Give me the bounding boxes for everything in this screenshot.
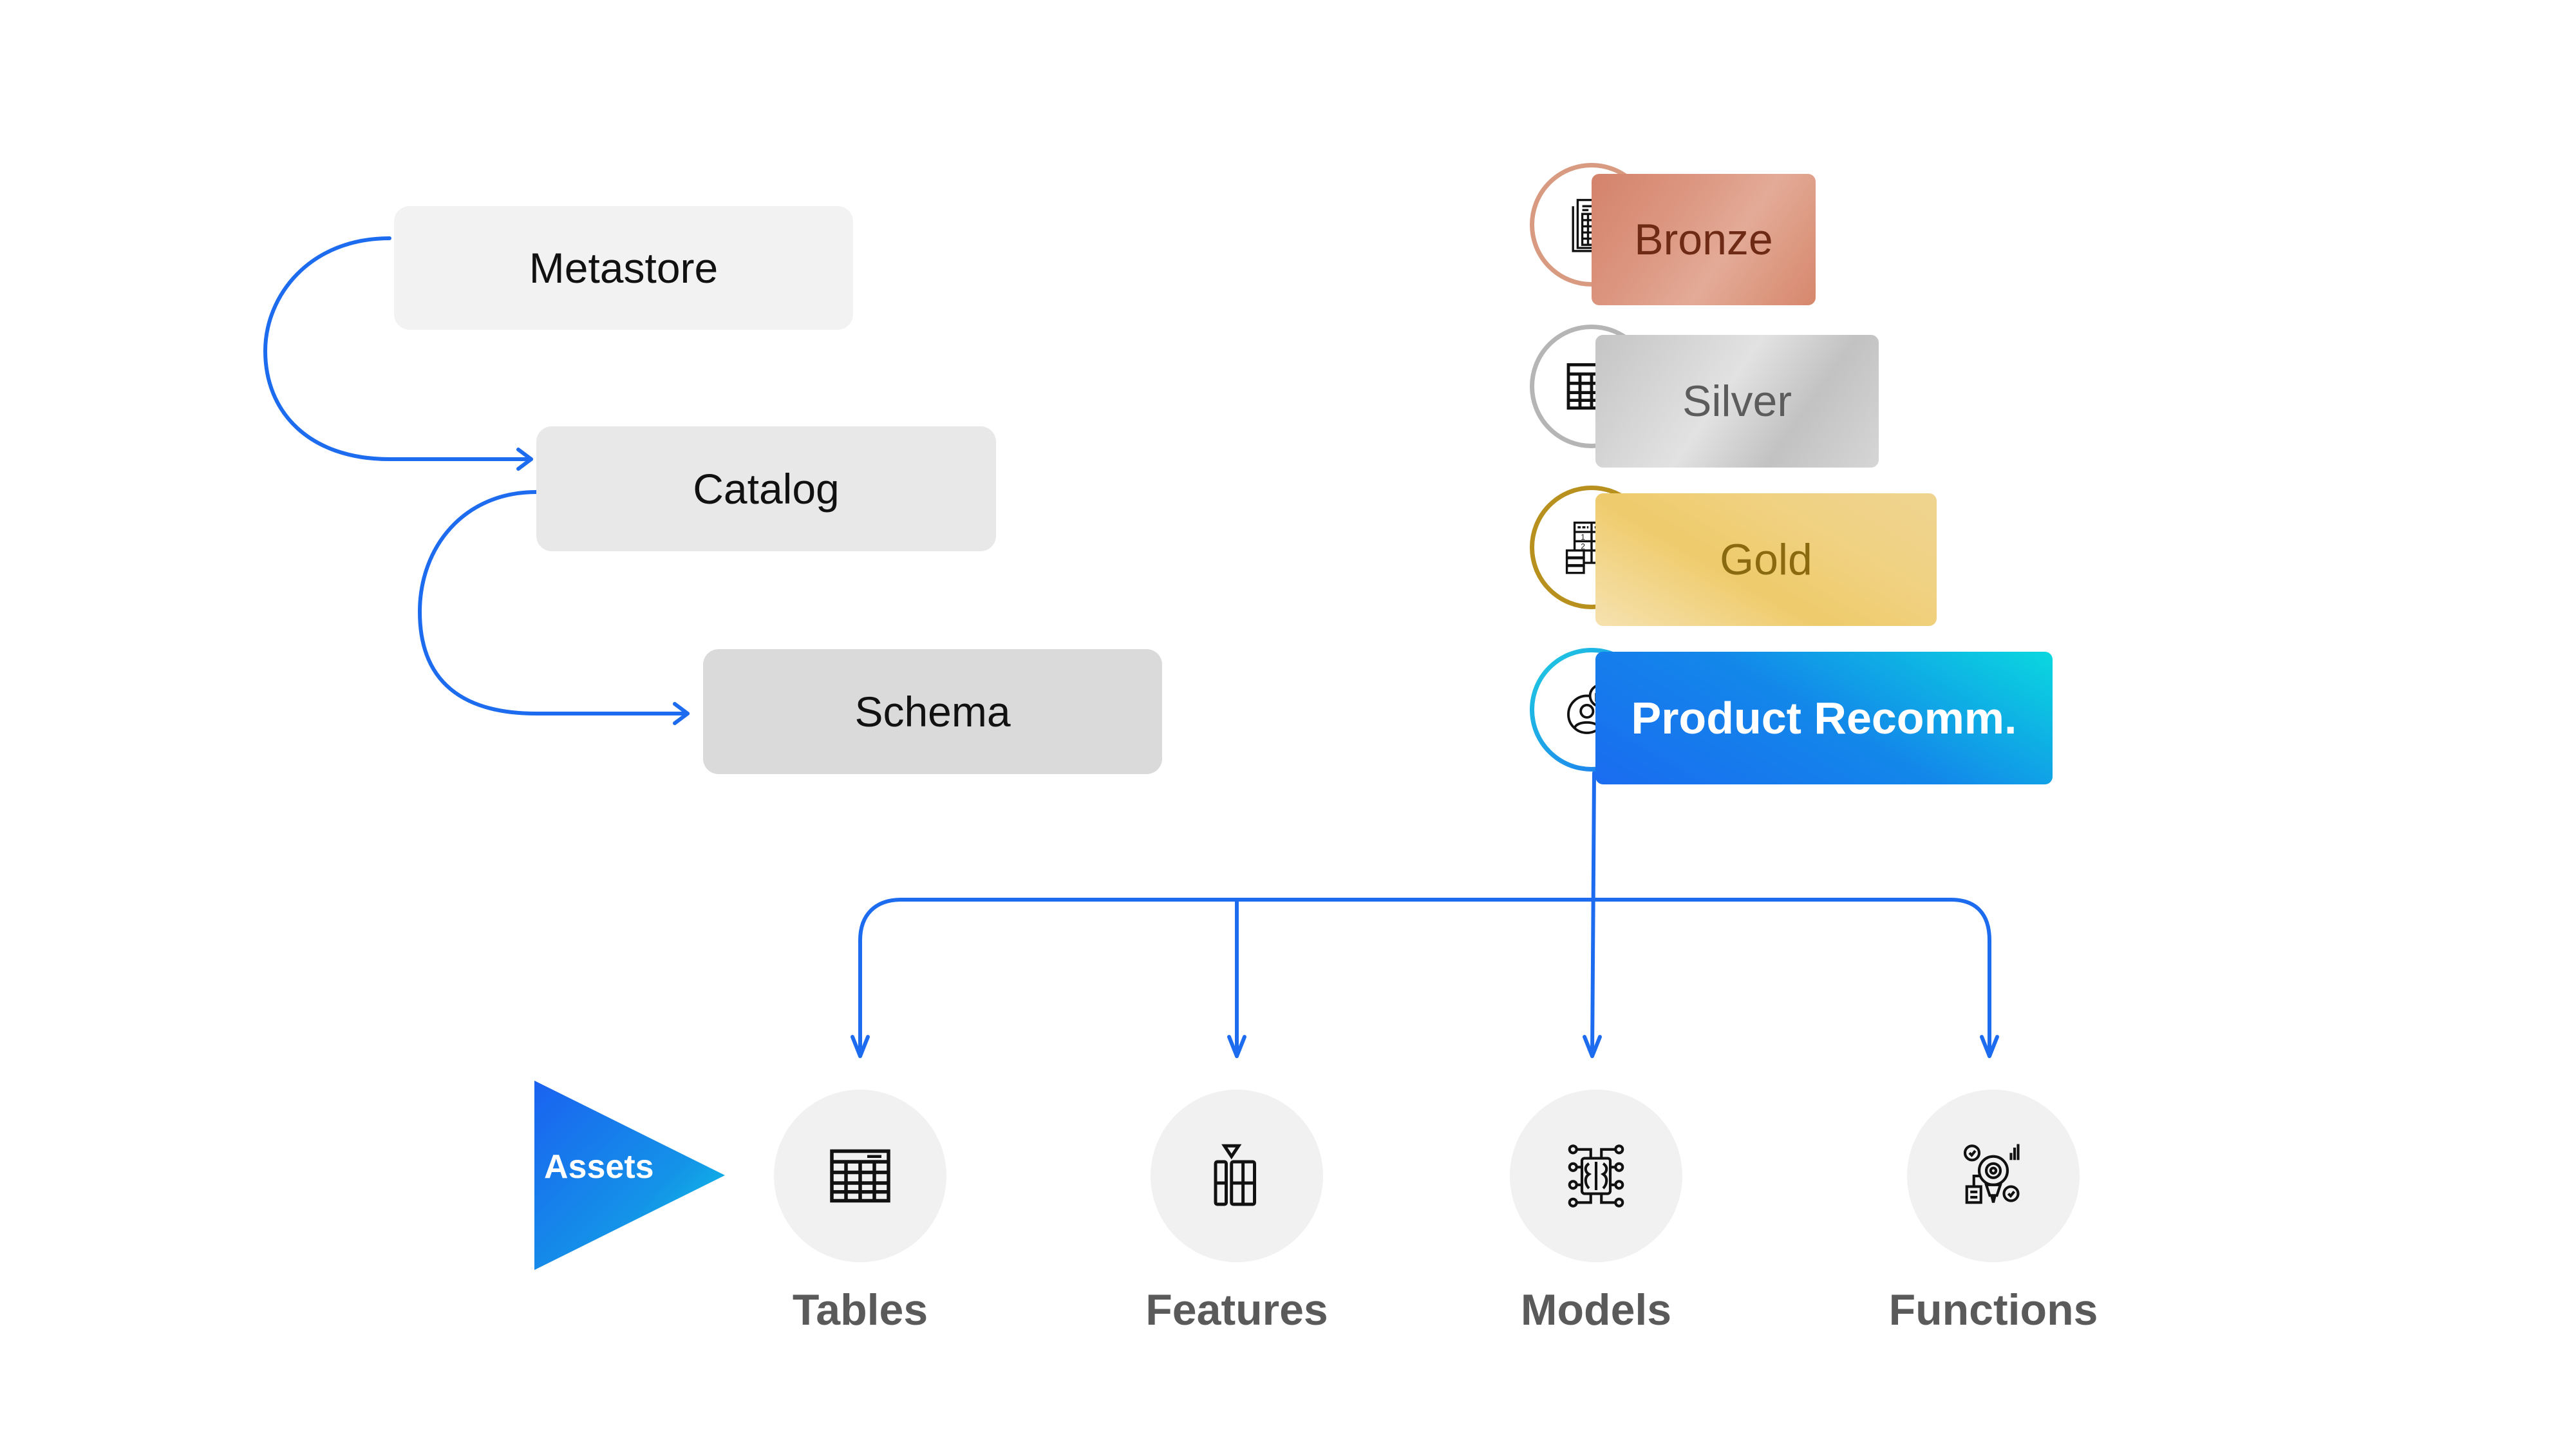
metastore-box[interactable]: Metastore: [394, 206, 853, 330]
metastore-label: Metastore: [529, 244, 719, 292]
arrowhead: [851, 1035, 870, 1058]
tier-product-recomm[interactable]: Product Recomm.: [1595, 652, 2053, 784]
tier-label: Silver: [1682, 377, 1792, 426]
tier-bronze[interactable]: Bronze: [1592, 174, 1816, 305]
assets-branch-bar: [858, 898, 1991, 1058]
tier-label: Gold: [1720, 535, 1812, 584]
schema-label: Schema: [854, 688, 1011, 735]
brain-chip-icon: [1568, 1144, 1624, 1208]
asset-tables[interactable]: [774, 1090, 946, 1262]
assets-label: Assets: [544, 1148, 654, 1186]
features-columns-icon: [1214, 1144, 1256, 1206]
prod-to-assets-trunk: [1590, 771, 1596, 1058]
svg-text:2: 2: [1581, 542, 1585, 551]
svg-text:1: 1: [1581, 533, 1585, 542]
asset-label-models: Models: [1520, 1285, 1672, 1334]
schema-box[interactable]: Schema: [703, 649, 1162, 774]
catalog-to-schema-connector: [418, 490, 690, 715]
tier-label: Product Recomm.: [1631, 693, 2017, 743]
arrowhead: [516, 448, 533, 471]
asset-label-functions: Functions: [1888, 1285, 2098, 1334]
arrowhead: [1980, 1035, 1999, 1058]
assets-triangle: [534, 1081, 725, 1270]
tier-label: Bronze: [1634, 215, 1773, 264]
table-icon: [830, 1149, 890, 1203]
catalog-box[interactable]: Catalog: [536, 426, 996, 551]
metastore-to-catalog-connector: [263, 236, 533, 461]
asset-models[interactable]: [1510, 1090, 1682, 1262]
arrowhead: [673, 702, 690, 725]
arrowhead: [1227, 1035, 1246, 1058]
asset-label-tables: Tables: [792, 1285, 928, 1334]
asset-functions[interactable]: [1907, 1090, 2080, 1262]
gear-bulb-icon: [1963, 1144, 2020, 1204]
tier-gold[interactable]: Gold: [1595, 493, 1937, 626]
asset-label-features: Features: [1145, 1285, 1328, 1334]
tier-silver[interactable]: Silver: [1595, 335, 1879, 468]
catalog-label: Catalog: [693, 465, 840, 513]
asset-features[interactable]: [1151, 1090, 1323, 1262]
arrowhead: [1583, 1035, 1602, 1058]
